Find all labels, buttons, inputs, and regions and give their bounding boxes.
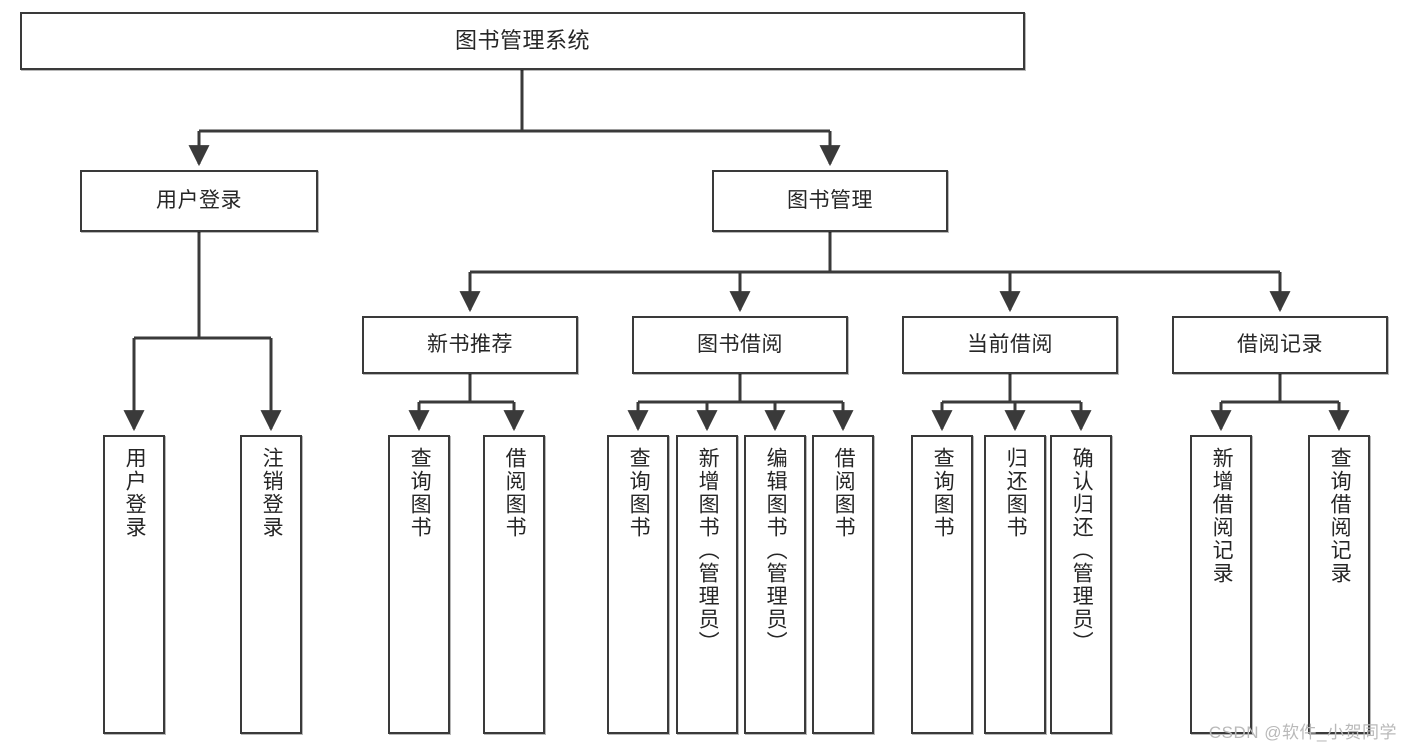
node-label: 查询图书 — [627, 447, 651, 539]
node-leaf-logout[interactable]: 注销登录 — [240, 435, 302, 734]
node-root-book-management-system[interactable]: 图书管理系统 — [20, 12, 1025, 70]
node-label: 用户登录 — [123, 447, 147, 539]
node-label: 注销登录 — [260, 447, 284, 539]
node-label: 新增图书（管理员） — [696, 447, 720, 654]
node-label: 新增借阅记录 — [1210, 447, 1234, 585]
node-book-borrow[interactable]: 图书借阅 — [632, 316, 848, 374]
node-label: 借阅图书 — [832, 447, 856, 539]
node-book-management[interactable]: 图书管理 — [712, 170, 948, 232]
node-leaf-borrow-book[interactable]: 借阅图书 — [812, 435, 874, 734]
node-leaf-add-book-admin[interactable]: 新增图书（管理员） — [676, 435, 738, 734]
node-label: 归还图书 — [1004, 447, 1028, 539]
node-leaf-user-login[interactable]: 用户登录 — [103, 435, 165, 734]
csdn-watermark: CSDN @软件_小贺同学 — [1208, 723, 1397, 742]
node-label: 编辑图书（管理员） — [764, 447, 788, 654]
node-new-book-recommend[interactable]: 新书推荐 — [362, 316, 578, 374]
node-label: 图书借阅 — [697, 332, 783, 356]
node-leaf-query-book-borrow[interactable]: 查询图书 — [607, 435, 669, 734]
node-leaf-confirm-return-admin[interactable]: 确认归还（管理员） — [1050, 435, 1112, 734]
node-label: 图书管理系统 — [454, 28, 590, 54]
node-label: 借阅记录 — [1237, 332, 1323, 356]
node-label: 确认归还（管理员） — [1070, 447, 1094, 654]
node-label: 查询图书 — [408, 447, 432, 539]
node-label: 查询借阅记录 — [1328, 447, 1352, 585]
node-label: 用户登录 — [156, 188, 242, 212]
node-leaf-query-book-current[interactable]: 查询图书 — [911, 435, 973, 734]
node-leaf-return-book[interactable]: 归还图书 — [984, 435, 1046, 734]
node-borrow-record[interactable]: 借阅记录 — [1172, 316, 1388, 374]
node-current-borrow[interactable]: 当前借阅 — [902, 316, 1118, 374]
node-leaf-borrow-book-newbook[interactable]: 借阅图书 — [483, 435, 545, 734]
node-leaf-edit-book-admin[interactable]: 编辑图书（管理员） — [744, 435, 806, 734]
node-label: 借阅图书 — [503, 447, 527, 539]
node-label: 新书推荐 — [427, 332, 513, 356]
node-user-login[interactable]: 用户登录 — [80, 170, 318, 232]
node-leaf-query-book-newbook[interactable]: 查询图书 — [388, 435, 450, 734]
node-label: 当前借阅 — [967, 332, 1053, 356]
node-label: 查询图书 — [931, 447, 955, 539]
node-label: 图书管理 — [787, 188, 873, 212]
node-leaf-query-borrow-record[interactable]: 查询借阅记录 — [1308, 435, 1370, 734]
node-leaf-add-borrow-record[interactable]: 新增借阅记录 — [1190, 435, 1252, 734]
